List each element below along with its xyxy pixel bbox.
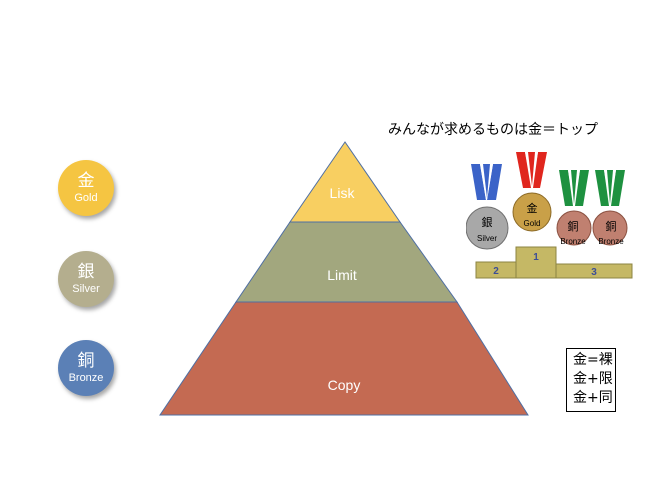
pyramid-label-top: Lisk	[329, 185, 355, 201]
podium-third-block	[555, 263, 633, 279]
legend-silver-label: Silver	[72, 282, 100, 295]
podium-first-number: 1	[533, 252, 539, 263]
legend-bronze-label: Bronze	[68, 371, 104, 384]
gold-medal-kanji: 金	[527, 201, 538, 215]
podium-first-block	[515, 246, 557, 279]
bronze-medal-1-kanji: 銅	[568, 219, 579, 233]
podium-third-number: 3	[591, 267, 597, 278]
silver-medal-kanji: 銀	[482, 215, 493, 229]
pyramid-tier-top	[289, 141, 401, 223]
bronze-medal-1-label: Bronze	[560, 237, 586, 246]
bronze-medal-1: 銅 Bronze	[556, 170, 592, 246]
legend-gold-kanji: 金	[77, 170, 95, 191]
legend-silver-circle: 銀 Silver	[58, 251, 114, 307]
gold-medal: 金 Gold	[512, 152, 552, 232]
legend-gold-label: Gold	[74, 191, 98, 204]
headline: みんなが求めるものは金＝トップ	[388, 122, 598, 138]
pyramid-tier-middle	[235, 221, 458, 303]
legend-gold-circle: 金 Gold	[58, 160, 114, 216]
pyramid-label-bottom: Copy	[327, 377, 361, 393]
gold-medal-label: Gold	[524, 219, 541, 228]
pyramid-label-middle: Limit	[327, 267, 357, 283]
silver-medal-label: Silver	[477, 234, 497, 243]
bronze-medal-2: 銅 Bronze	[592, 170, 628, 246]
podium-illustration: 2 1 3 銀 Silver 金 Gold 銅 Bronze	[466, 152, 633, 279]
legend-bronze-circle: 銅 Bronze	[58, 340, 114, 396]
formula-line-1: 金=裸	[573, 352, 613, 368]
formula-line-3: 金+同	[573, 390, 613, 406]
silver-medal: 銀 Silver	[466, 164, 509, 250]
bronze-medal-2-label: Bronze	[598, 237, 624, 246]
formula-box: 金=裸 金+限 金+同	[566, 348, 616, 412]
bronze-medal-2-kanji: 銅	[606, 219, 617, 233]
formula-line-2: 金+限	[573, 371, 613, 387]
legend-silver-kanji: 銀	[77, 261, 95, 282]
legend-bronze-kanji: 銅	[77, 350, 95, 371]
podium-second-number: 2	[493, 266, 499, 277]
pyramid-tier-bottom	[159, 301, 529, 416]
